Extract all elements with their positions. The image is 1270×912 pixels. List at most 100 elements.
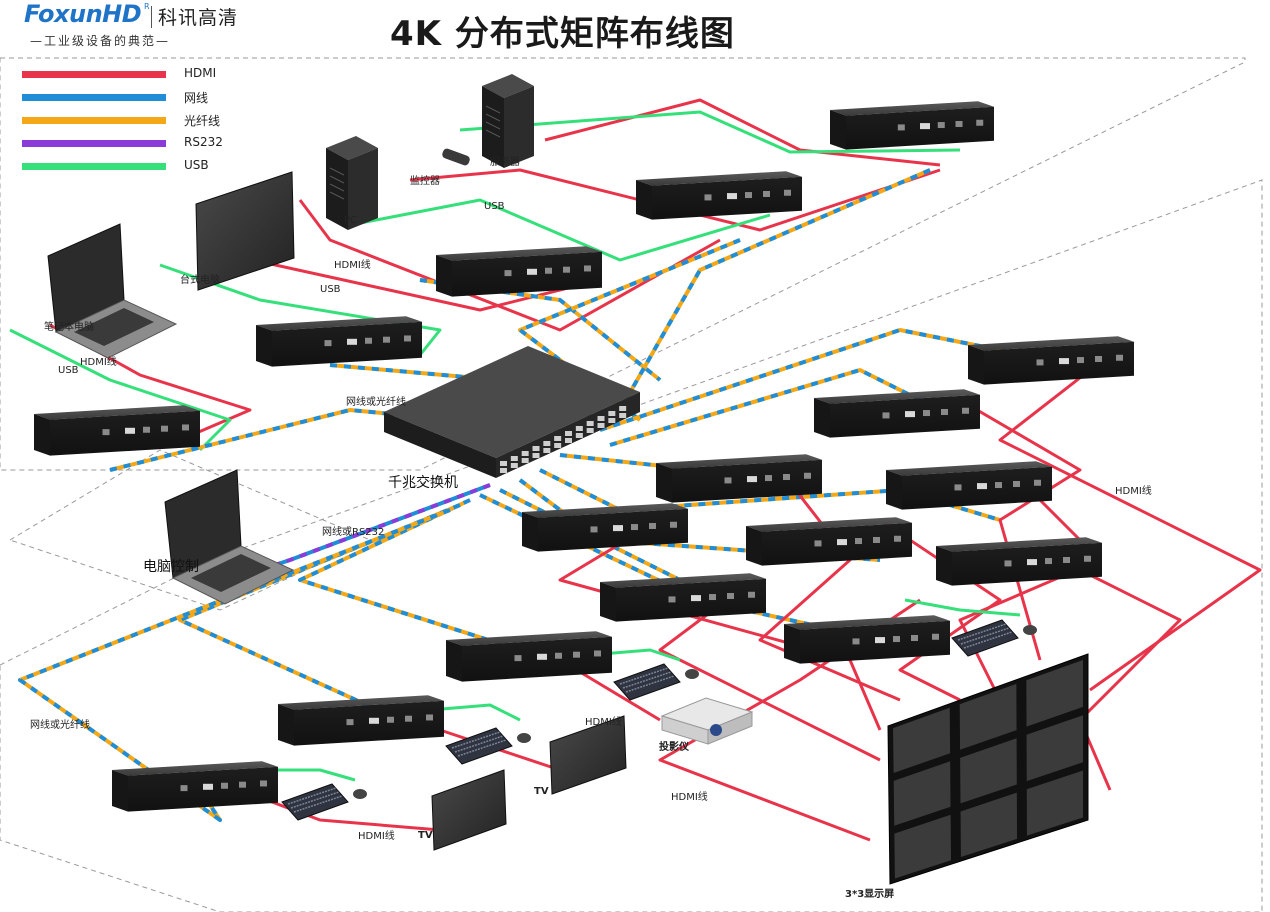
encoder-box-2-port (727, 193, 737, 200)
decoder-box-9-port (911, 634, 918, 641)
legend-label-fiber: 光纤线 (184, 114, 221, 128)
pc-tower-vent (329, 183, 345, 192)
usb-cable-laptop (9, 328, 232, 452)
decoder-box-7-side (936, 546, 952, 586)
encoder-box-5 (34, 405, 200, 456)
legend-swatch-fiber (22, 117, 166, 124)
encoder-box-1-port (955, 120, 963, 127)
tv-1 (549, 715, 627, 795)
video-wall-panel (893, 761, 951, 826)
legend-swatch-hdmi (22, 71, 166, 78)
encoder-box-4 (256, 316, 422, 367)
encoder-box-2-side (636, 180, 652, 220)
label-usb-2: USB (320, 284, 341, 295)
encoder-box-2-port (784, 189, 791, 196)
encoder-box-1-port (920, 123, 930, 130)
encoder-box-3-port (545, 267, 552, 274)
keyboard-mouse-2-mouse (685, 669, 699, 679)
encoder-box-3-port (563, 266, 570, 273)
net-fiber-decoder-2-stripe (609, 368, 941, 447)
decoder-box-1-top (968, 336, 1134, 351)
legend-swatch-rs232 (22, 140, 166, 147)
encoder-box-1-side (830, 110, 846, 150)
switch-port (521, 458, 529, 463)
video-wall-panel (1026, 715, 1084, 782)
switch-port (597, 416, 605, 421)
keyboard-mouse-2-keys (622, 671, 672, 689)
encoder-box-3-port (504, 270, 512, 277)
decoder-box-3-top (656, 454, 822, 469)
label-projector: 投影仪 (659, 742, 689, 753)
decoder-box-3-port (724, 477, 732, 484)
label-net-or-fiber-2: 网线或光纤线 (30, 720, 90, 731)
legend-swatch-usb (22, 163, 166, 170)
hdmi-cable-wall-3 (958, 478, 1102, 701)
decoder-box-5-top (522, 503, 688, 518)
encoder-box-3-port (527, 268, 537, 275)
pc-tower-side (348, 148, 378, 230)
label-hdmi-line-4: HDMI线 (585, 717, 622, 728)
switch-top (384, 346, 640, 458)
zone-source (0, 57, 1246, 471)
decoder-box-4-port (1034, 479, 1041, 486)
pc-tower-vent (329, 167, 345, 176)
server-tower-vent (485, 105, 501, 114)
decoder-box-9-port (932, 633, 939, 640)
laptop-computer (47, 223, 178, 359)
label-pc: PC (344, 215, 358, 226)
decoder-box-7 (936, 537, 1102, 586)
desktop-monitor-screen (195, 171, 295, 291)
encoder-box-4-port (365, 337, 372, 344)
label-switch: 千兆交换机 (388, 475, 458, 491)
decoder-box-12-port (180, 785, 188, 792)
keyboard-mouse-4-mouse (353, 789, 367, 799)
keyboard-mouse-1 (951, 619, 1037, 657)
decoder-box-9-port (875, 637, 885, 644)
decoder-box-4-port (995, 482, 1002, 489)
pc-tower (326, 136, 378, 230)
encoder-box-1-port (897, 124, 905, 131)
decoder-box-1 (968, 336, 1134, 385)
hdmi-cable-wall-7 (558, 518, 882, 731)
hdmi-cable-wall-1 (998, 368, 1262, 692)
label-usb-3: USB (58, 365, 79, 376)
decoder-box-2-port (905, 411, 915, 418)
decoder-box-1-side (968, 345, 984, 385)
keyboard-mouse-1-keys (963, 631, 1013, 649)
decoder-box-11-port (346, 719, 354, 726)
keyboard-mouse-3-keys (454, 735, 504, 753)
decoder-box-5-port (631, 524, 638, 531)
legend-label-usb: USB (184, 158, 209, 172)
decoder-box-4-top (886, 461, 1052, 476)
decoder-box-12-port (260, 780, 267, 787)
decoder-box-11 (278, 695, 444, 746)
switch-port (575, 433, 583, 438)
encoder-box-2 (636, 171, 802, 220)
switch-port (500, 461, 507, 466)
encoder-box-4-port (383, 336, 390, 343)
tv-2-screen (431, 769, 507, 851)
decoder-box-9-port (893, 636, 900, 643)
encoder-box-4-port (324, 340, 332, 347)
video-wall-panel (893, 707, 951, 773)
logo-divider (151, 6, 152, 28)
label-laptop: 笔记本电脑 (44, 322, 94, 333)
decoder-box-11-port (387, 716, 394, 723)
decoder-box-6-port (814, 540, 822, 547)
switch-port (586, 421, 594, 426)
decoder-box-6-port (837, 539, 847, 546)
decoder-box-3-side (656, 463, 672, 503)
usb-cable-kb-4 (904, 598, 1021, 617)
decoder-box-11-port (369, 717, 379, 724)
video-wall-panel (1026, 770, 1084, 836)
hdmi-cable-wall-6 (758, 469, 901, 702)
decoder-box-2-side (814, 398, 830, 438)
keyboard-mouse-4-keys (287, 787, 337, 805)
encoder-box-3 (436, 246, 602, 297)
switch-port (543, 448, 551, 453)
video-wall-panel (1026, 659, 1084, 727)
projector-side (707, 711, 753, 745)
label-net-or-fiber-1: 网线或光纤线 (346, 397, 406, 408)
